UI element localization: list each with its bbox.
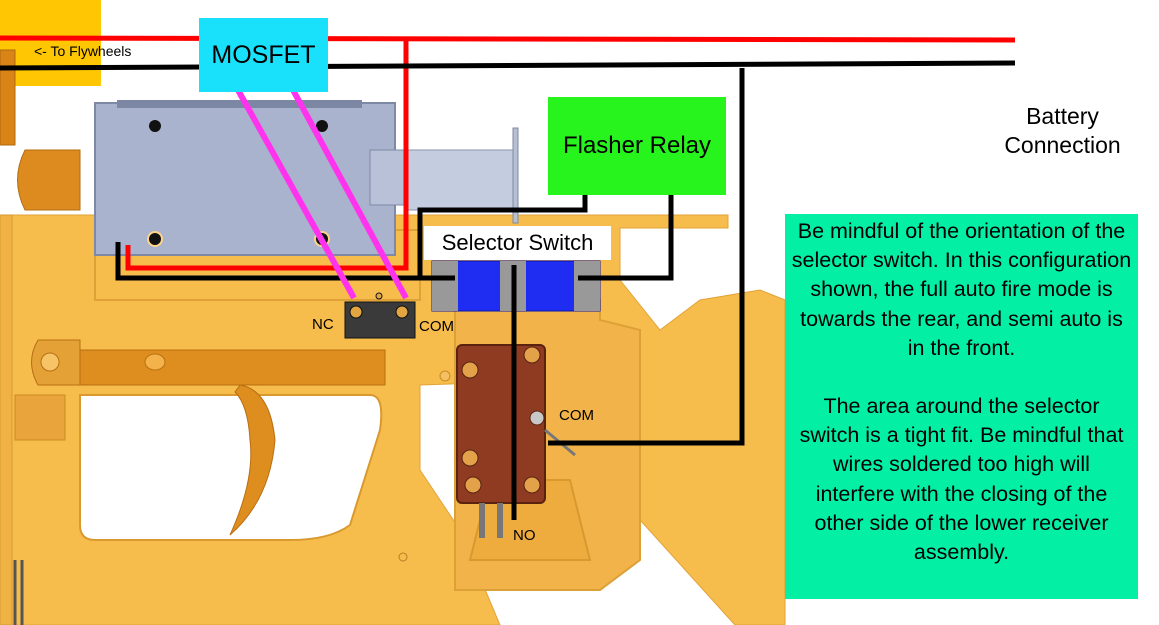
wire-mosfet-1 xyxy=(235,88,357,300)
mosfet-label: MOSFET xyxy=(211,40,316,69)
battery-connection-label: Battery Connection xyxy=(1004,103,1121,158)
battery-connector xyxy=(0,0,101,86)
trigger xyxy=(31,339,386,536)
no-label: NO xyxy=(513,527,536,544)
instruction-note: Be mindful of the orientation of the sel… xyxy=(785,214,1138,599)
wire-positive-main xyxy=(0,35,1016,43)
microswitch-top xyxy=(344,292,416,339)
selector-switch-label-box: Selector Switch xyxy=(424,226,611,260)
wire-negative-main xyxy=(0,60,1016,71)
to-flywheels-label: <- To Flywheels xyxy=(34,43,132,59)
flasher-relay-label: Flasher Relay xyxy=(562,132,712,159)
note-paragraph-2: The area around the selector switch is a… xyxy=(799,394,1124,565)
note-paragraph-1: Be mindful of the orientation of the sel… xyxy=(791,219,1132,360)
mosfet-box: MOSFET xyxy=(199,18,328,92)
wire-relay-left xyxy=(417,195,588,278)
wire-positive-drop xyxy=(125,40,409,271)
motor-housing xyxy=(0,49,519,256)
nc-label: NC xyxy=(312,316,334,333)
com-side-label: COM xyxy=(559,407,594,424)
wires xyxy=(0,35,1016,520)
wire-negative-drop xyxy=(548,68,745,446)
wire-relay-right xyxy=(578,195,674,281)
wire-mosfet-2 xyxy=(290,88,409,300)
com-top-label: COM xyxy=(419,318,454,335)
microswitch-side xyxy=(456,344,576,538)
selector-switch-label: Selector Switch xyxy=(441,230,594,255)
flasher-relay-box: Flasher Relay xyxy=(548,97,726,195)
